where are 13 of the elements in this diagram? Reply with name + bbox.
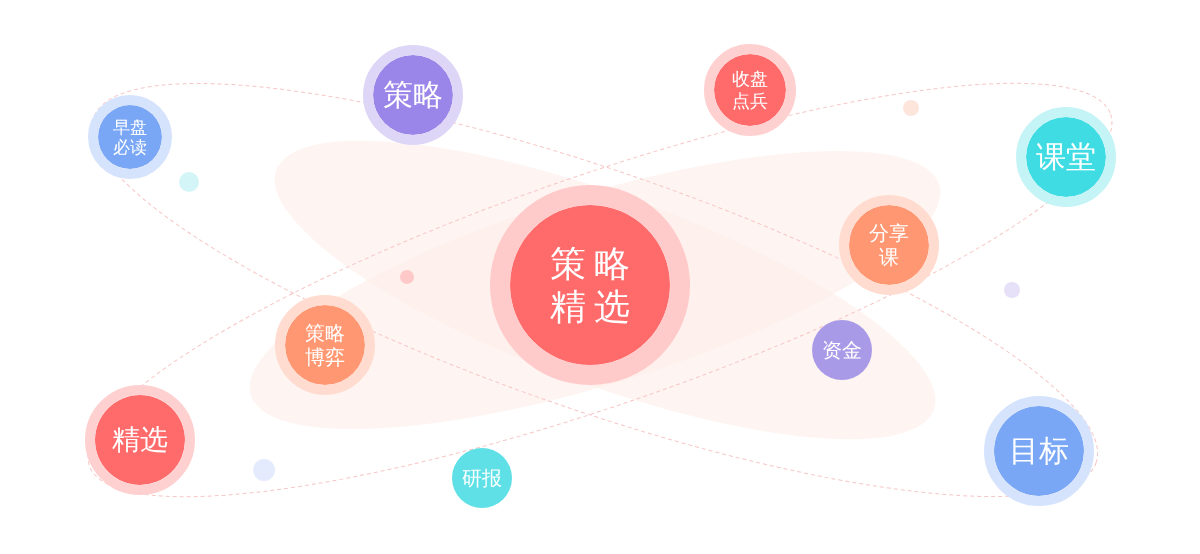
topic-label: 目标 [1008,433,1070,469]
topic-label: 研报 [461,466,503,490]
topic-label: 收盘点兵 [731,68,769,112]
topic-label: 策略 [382,77,444,113]
topic-circle [452,448,512,508]
topic-label: 精选 [111,423,169,457]
topic-label: 资金 [821,338,863,362]
topic-label: 早盘必读 [112,116,148,158]
topic-circle [812,320,872,380]
topic-label: 策略精选 [549,241,639,329]
topic-label: 分享课 [868,221,910,269]
topic-label: 策略博弈 [304,321,346,369]
topic-label: 课堂 [1035,139,1097,175]
